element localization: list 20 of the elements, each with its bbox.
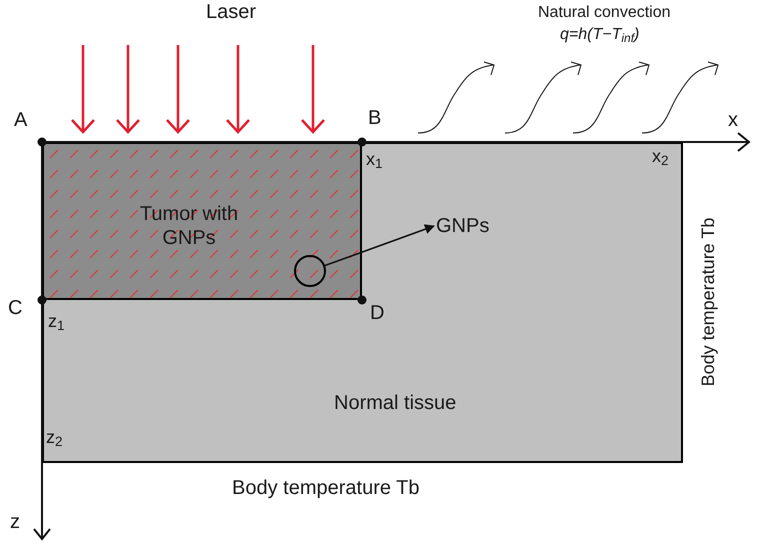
axis-label: z bbox=[10, 512, 20, 532]
region-label: Tumor with GNPs bbox=[138, 202, 240, 250]
region-label: GNPs bbox=[436, 215, 490, 237]
point-label: A bbox=[14, 110, 28, 130]
coordinate-label: z$_{2}$ bbox=[46, 428, 63, 446]
tissue-region bbox=[42, 142, 683, 463]
boundary-label: Natural convection bbox=[538, 5, 671, 21]
laser-label: Laser bbox=[206, 2, 256, 22]
coordinate-label: z$_{1}$ bbox=[48, 312, 65, 330]
equation: q=h(T−T$_{inf}$) bbox=[560, 27, 640, 43]
boundary-label: Body temperature Tb bbox=[232, 478, 420, 498]
point-label: D bbox=[370, 303, 384, 323]
region-label: Normal tissue bbox=[334, 391, 456, 416]
point-label: C bbox=[8, 298, 22, 318]
coordinate-label: x$_{2}$ bbox=[652, 147, 669, 165]
coordinate-label: x$_{1}$ bbox=[366, 150, 383, 168]
axis-label: x bbox=[728, 110, 738, 130]
point-label: B bbox=[368, 108, 382, 128]
tumor-region bbox=[42, 142, 362, 300]
boundary-label: Body temperature Tb bbox=[699, 218, 717, 386]
